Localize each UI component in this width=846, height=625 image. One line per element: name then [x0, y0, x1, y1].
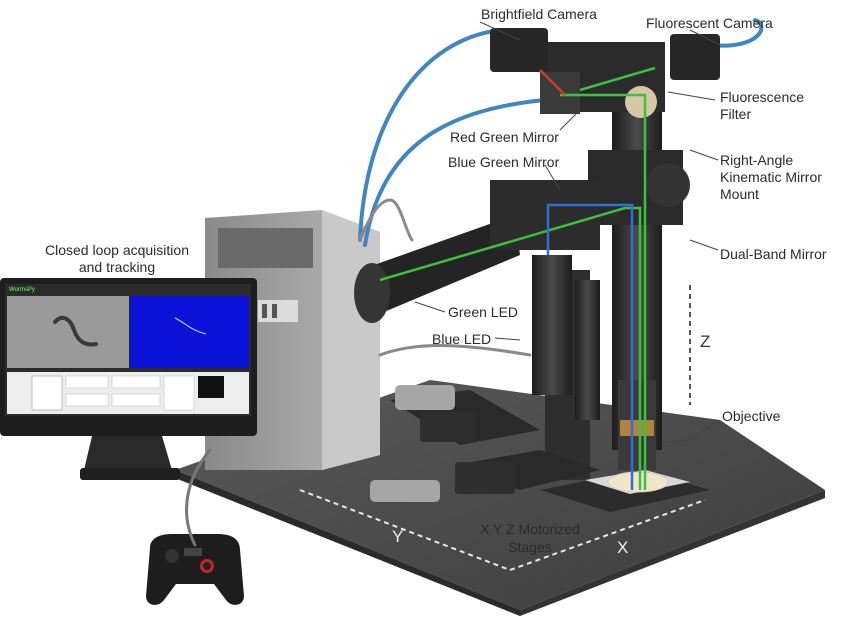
label-right-angle-line2: Kinematic Mirror — [720, 169, 822, 185]
label-xyz-stages-line2: Stages — [508, 539, 552, 555]
fluorescence-view — [130, 296, 249, 368]
label-brightfield-camera: Brightfield Camera — [481, 6, 597, 22]
label-right-angle-line1: Right-Angle — [720, 152, 794, 168]
axis-lines — [299, 489, 706, 571]
label-blue-green-mirror: Blue Green Mirror — [448, 154, 560, 170]
cables — [185, 18, 764, 547]
leader-lines — [414, 21, 721, 443]
label-fluorescent-camera: Fluorescent Camera — [646, 15, 773, 31]
label-objective: Objective — [722, 408, 781, 424]
label-closed-loop-line2: and tracking — [78, 259, 156, 275]
label-green-led: Green LED — [448, 304, 519, 320]
label-closed-loop-line1: Closed loop acquisition — [45, 242, 189, 258]
microscope-illustration — [354, 28, 720, 512]
label-z-axis: Z — [700, 332, 711, 351]
label-y-axis: Y — [392, 527, 404, 546]
label-right-angle-line3: Mount — [720, 186, 759, 202]
label-x-axis: X — [617, 538, 629, 557]
label-xyz-stages-line1: X Y Z Motorized — [480, 521, 580, 537]
monitor — [0, 278, 257, 480]
label-fluorescence-filter-line2: Filter — [720, 106, 752, 122]
gamepad-icon — [146, 534, 244, 605]
beam-paths — [379, 66, 656, 490]
label-red-green-mirror: Red Green Mirror — [450, 129, 559, 145]
worm-image — [53, 315, 98, 347]
software-title: WormsPy — [9, 287, 35, 293]
label-blue-led: Blue LED — [432, 331, 492, 347]
label-dual-band-mirror: Dual-Band Mirror — [720, 246, 827, 262]
label-fluorescence-filter-line1: Fluorescence — [720, 89, 805, 105]
